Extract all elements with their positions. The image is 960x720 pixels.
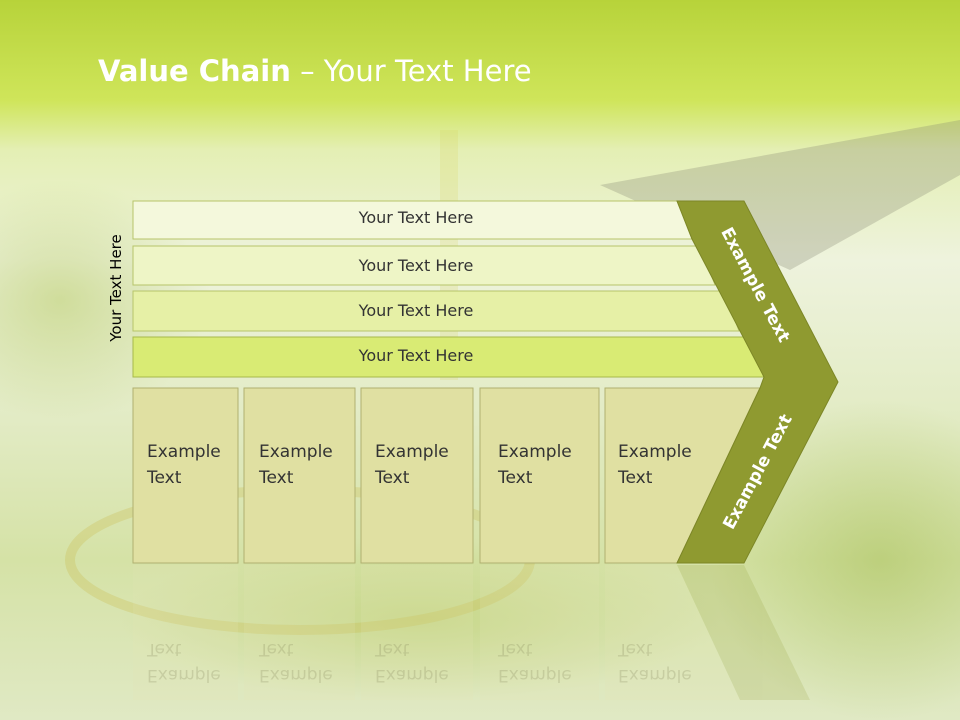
box-label-3-line1: Example [375,442,449,462]
box-label-1-line1: Example [147,442,221,462]
box-label-5-reflection: Example Text [618,639,692,685]
box-label-4: Example Text [498,439,598,491]
row-label-3: Your Text Here [358,301,474,320]
box-label-5: Example Text [618,439,718,491]
chevron-upper-label: Example Text [716,224,794,346]
value-chain-chevron [676,200,839,564]
row-label-4: Your Text Here [358,346,474,365]
box-label-2: Example Text [259,439,359,491]
title-rest: – Your Text Here [290,54,532,88]
box-label-4-line2: Text [498,468,533,488]
box-label-1: Example Text [147,439,247,491]
box-label-2-line1: Example [259,442,333,462]
box-label-3-line2: Text [375,468,410,488]
row-label-2: Your Text Here [358,256,474,275]
box-label-1-reflection: Example Text [147,639,221,685]
row-label-1: Your Text Here [358,208,474,227]
box-label-5-line1: Example [618,442,692,462]
chevron-lower-label: Example Text [719,411,797,533]
box-label-2-reflection: Example Text [259,639,333,685]
box-label-4-line1: Example [498,442,572,462]
box-label-2-line2: Text [259,468,294,488]
box-label-5-line2: Text [618,468,653,488]
box-label-4-reflection: Example Text [498,639,572,685]
vertical-label: Your Text Here [107,234,125,342]
slide-title: Value Chain – Your Text Here [98,54,532,88]
box-label-3-reflection: Example Text [375,639,449,685]
box-label-3: Example Text [375,439,475,491]
title-bold: Value Chain [98,54,291,88]
box-label-1-line2: Text [147,468,182,488]
